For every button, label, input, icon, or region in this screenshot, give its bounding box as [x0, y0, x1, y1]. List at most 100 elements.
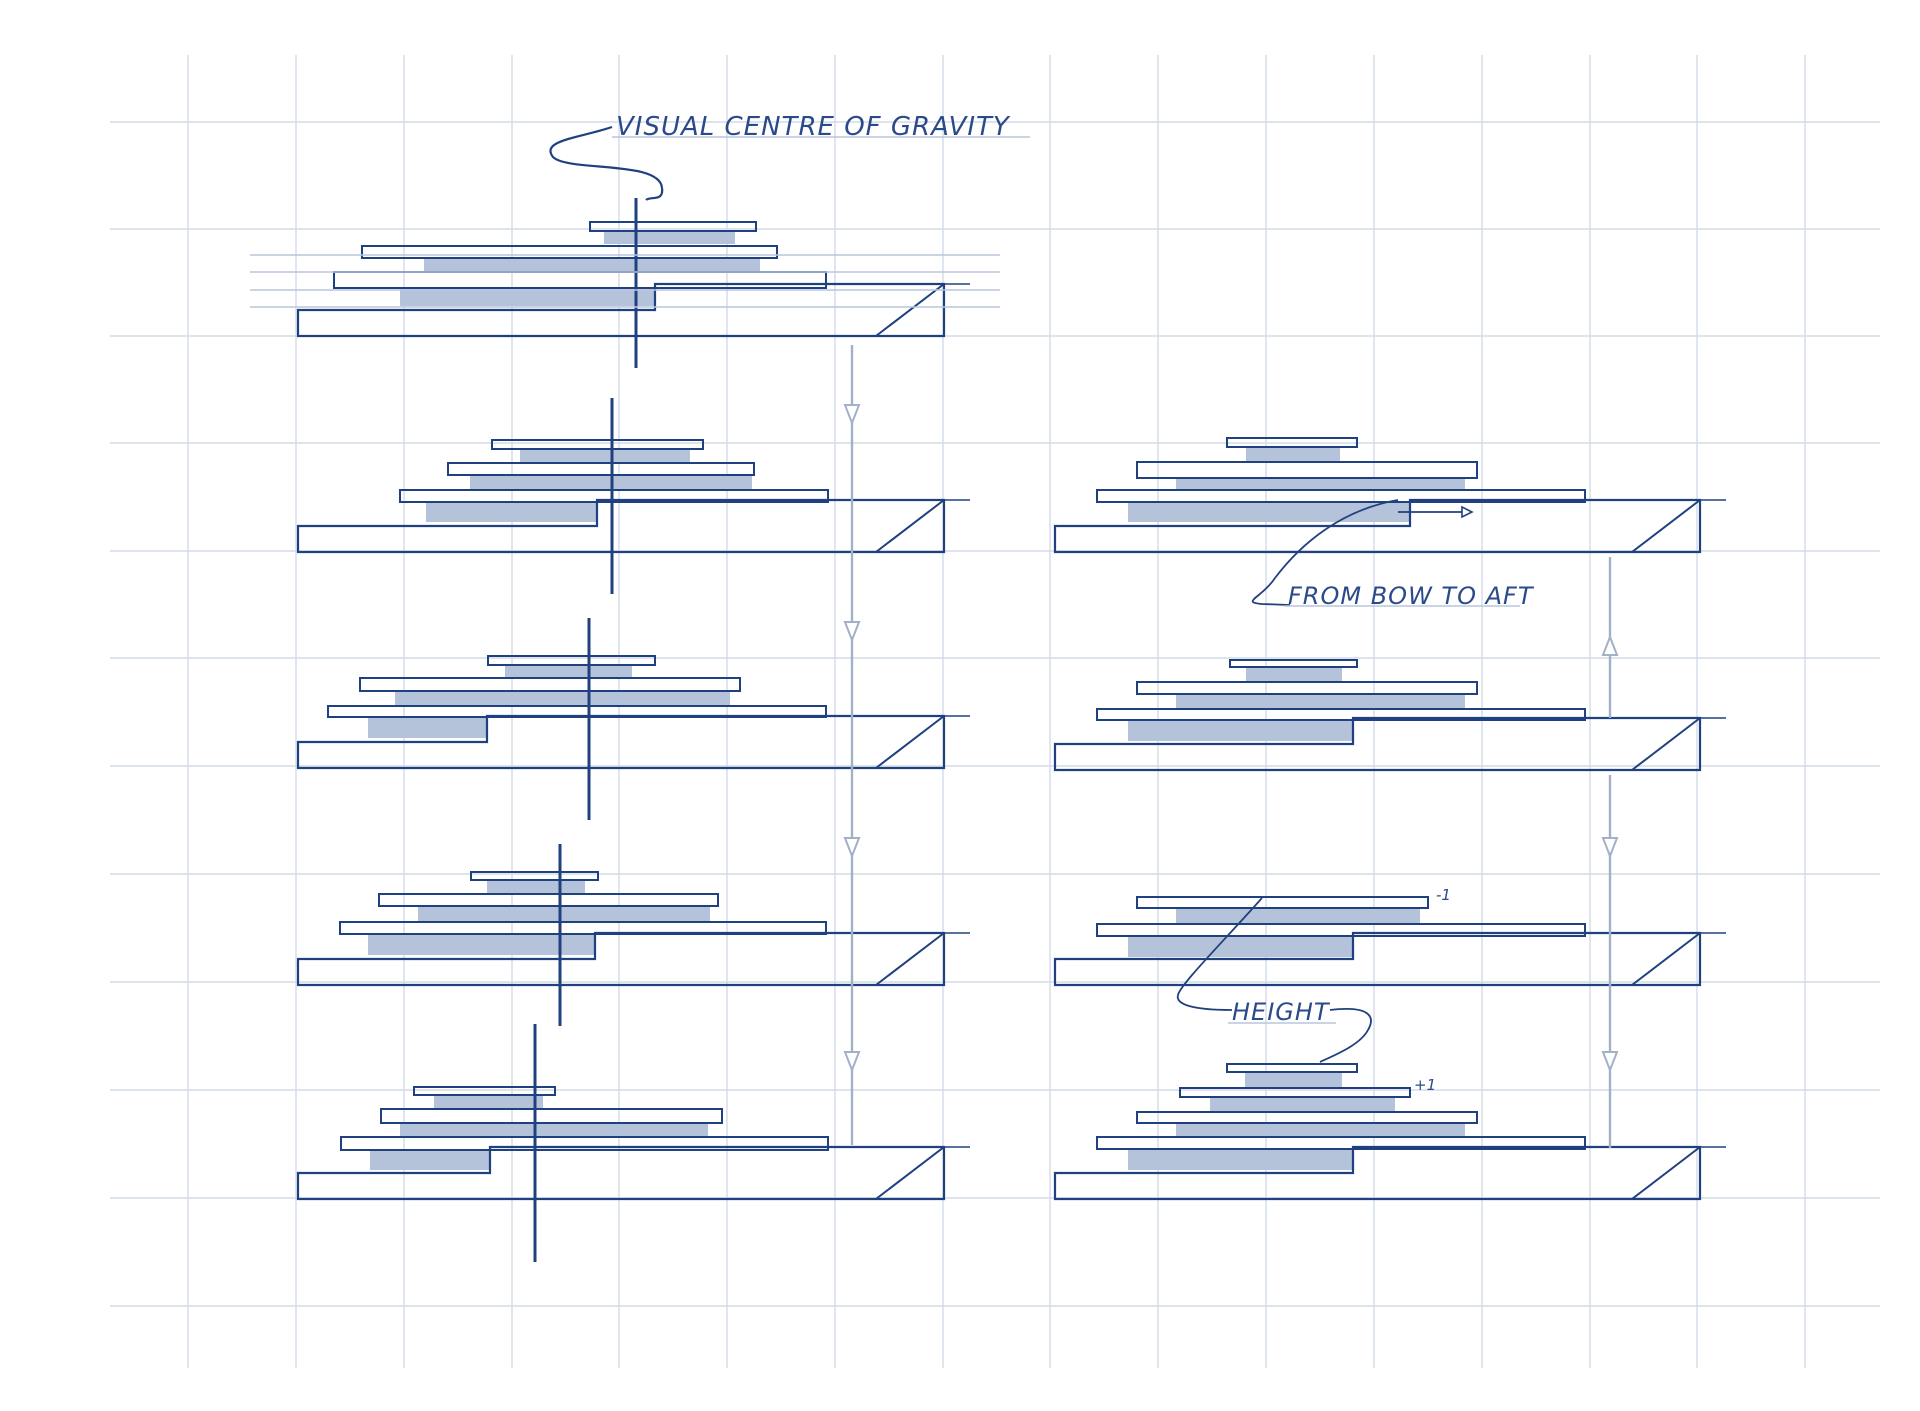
hull-outline: [1053, 1145, 1702, 1201]
window-band: [1246, 447, 1340, 462]
window-band: [426, 502, 597, 522]
bow-line: [1631, 499, 1701, 553]
hull-outline: [296, 714, 946, 770]
window-band: [1128, 720, 1353, 741]
annotation-title: VISUAL CENTRE OF GRAVITY: [616, 112, 1011, 142]
arrow-head-down: [1601, 1051, 1619, 1073]
bow-line: [1631, 717, 1701, 771]
bow-line: [875, 715, 945, 769]
window-band: [418, 906, 710, 922]
arrow-head-down: [843, 404, 861, 426]
yacht-sketch-3: [296, 618, 970, 820]
deck-outline: [1096, 1136, 1586, 1150]
deck-outline: [1096, 923, 1586, 937]
hull-outline: [1053, 931, 1702, 987]
deck-outline: [1226, 1063, 1358, 1073]
deck-outline: [1096, 489, 1586, 503]
window-band: [368, 717, 487, 738]
bow-line: [875, 499, 945, 553]
sequence-arrow-left: [843, 345, 861, 1145]
yacht-sketch-6: [1053, 437, 1726, 554]
deck-outline: [491, 439, 704, 450]
deck-outline: [1229, 659, 1358, 668]
window-band: [1176, 908, 1420, 924]
window-band: [368, 934, 595, 955]
grid: [110, 55, 1880, 1368]
window-band: [1128, 936, 1353, 957]
annotation-visual-centre: VISUAL CENTRE OF GRAVITY: [549, 112, 1030, 201]
deck-outline: [447, 462, 755, 476]
arrow-head-down: [843, 1051, 861, 1073]
deck-outline: [340, 1136, 829, 1151]
arrow-head-down: [1601, 837, 1619, 859]
deck-outline: [359, 677, 741, 692]
deck-outline: [1136, 896, 1429, 909]
window-band: [400, 1123, 708, 1137]
annotation-minus-one: -1: [1436, 886, 1451, 904]
deck-outline: [1179, 1087, 1411, 1098]
yacht-sketch-2: [296, 398, 970, 594]
window-band: [1210, 1097, 1395, 1112]
arrow-head-down: [843, 621, 861, 643]
annotation-plus-one: +1: [1414, 1076, 1436, 1094]
leader-line: [1251, 499, 1399, 606]
annotation-bow-to-aft-text: FROM BOW TO AFT: [1288, 582, 1535, 610]
bow-line: [875, 283, 945, 337]
sequence-arrow-right-down: [1601, 775, 1619, 1148]
deck-outline: [1136, 461, 1478, 479]
annotation-height: HEIGHT -1 +1: [1176, 886, 1451, 1094]
window-band: [395, 691, 730, 706]
yacht-sketch-5: [296, 1024, 970, 1262]
window-band: [1176, 694, 1465, 709]
window-band: [424, 258, 760, 272]
deck-outline: [589, 221, 757, 232]
window-band: [487, 880, 585, 894]
deck-outline: [470, 871, 599, 881]
deck-outline: [1136, 1111, 1478, 1124]
window-band: [1176, 1123, 1465, 1137]
leader-line: [549, 125, 664, 201]
leader-line-up: [1176, 897, 1263, 1011]
hull-outline: [296, 498, 946, 554]
deck-outline: [399, 489, 829, 503]
arrow-head-up: [1601, 634, 1619, 656]
deck-outline: [339, 921, 827, 935]
annotation-bow-to-aft: FROM BOW TO AFT: [1251, 499, 1535, 610]
yacht-sketch-7: [1053, 659, 1726, 772]
pointer-arrow-head: [1461, 505, 1474, 519]
bow-line: [1631, 1146, 1701, 1200]
hull-outline: [296, 1145, 946, 1201]
bow-line: [1631, 932, 1701, 986]
hull-outline: [1053, 716, 1702, 772]
yacht-sketch-4: [296, 844, 970, 1026]
sequence-arrows: [843, 345, 1619, 1148]
leader-line-down: [1319, 1008, 1372, 1063]
annotation-height-text: HEIGHT: [1232, 998, 1331, 1026]
yacht-sketch-1: [250, 198, 1000, 368]
deck-outline: [413, 1086, 556, 1096]
window-band: [1246, 667, 1342, 682]
window-band: [1128, 502, 1410, 522]
yacht-variants: [250, 198, 1726, 1262]
yacht-sketch-8: [1053, 896, 1726, 987]
deck-outline: [1136, 681, 1478, 695]
bow-line: [875, 932, 945, 986]
deck-outline: [380, 1108, 723, 1124]
window-band: [1176, 478, 1465, 490]
deck-outline: [1226, 437, 1358, 448]
deck-outline: [333, 271, 827, 289]
window-band: [434, 1095, 543, 1108]
deck-outline: [1096, 708, 1586, 721]
hull-outline: [1053, 498, 1702, 554]
window-band: [370, 1150, 490, 1170]
window-band: [520, 449, 690, 462]
window-band: [1128, 1149, 1353, 1170]
yacht-sketch-9: [1053, 1063, 1726, 1201]
deck-outline: [487, 655, 656, 666]
arrow-head-down: [843, 837, 861, 859]
window-band: [604, 231, 735, 244]
hull-outline: [296, 282, 946, 338]
window-band: [505, 665, 632, 678]
window-band: [400, 288, 655, 306]
